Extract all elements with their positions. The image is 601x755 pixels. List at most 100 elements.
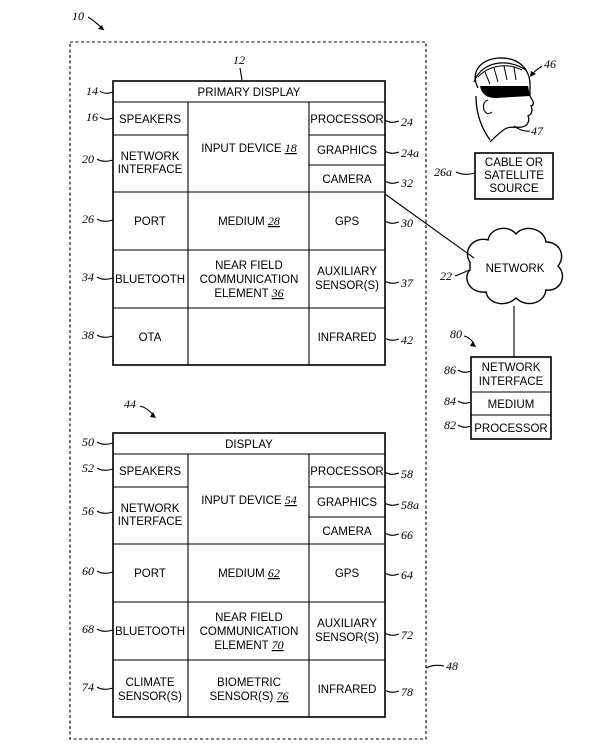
nfc-label-2: COMMUNICATION: [200, 274, 299, 286]
cloud-icon: [466, 227, 564, 305]
ref-network-interface: 20: [82, 152, 94, 166]
nfc-2-label-3: ELEMENT 70: [214, 638, 283, 652]
ref-gps-2: 64: [401, 568, 413, 582]
server-network-interface-label-1: NETWORK: [482, 362, 541, 374]
medium-2-label: MEDIUM 62: [218, 566, 280, 580]
boundary-ref-leader: [425, 664, 445, 669]
network-interface-label-2: INTERFACE: [118, 164, 183, 176]
primary-display-label: PRIMARY DISPLAY: [198, 87, 301, 99]
biometric-sensor-label-2: SENSOR(S) 76: [209, 689, 288, 703]
ref-server-processor: 82: [444, 418, 456, 432]
ref-speakers: 16: [86, 110, 98, 124]
device-network-link: [384, 193, 475, 259]
ref-camera-2: 66: [401, 528, 413, 542]
graphics-2-label: GRAPHICS: [317, 497, 377, 509]
ref-processor-2: 58: [401, 467, 413, 481]
head-outline: [474, 57, 535, 143]
vr-headset-icon: [480, 86, 530, 98]
network-ref: 22: [440, 269, 452, 283]
device-1-frame: [112, 80, 386, 366]
device-2-ref: 44: [124, 397, 136, 411]
source-label-1: CABLE OR: [485, 157, 543, 169]
ref-processor: 24: [401, 115, 413, 129]
ref-speakers-2: 52: [82, 461, 94, 475]
ref-infrared-2: 78: [401, 685, 413, 699]
port-2-label: PORT: [134, 568, 166, 580]
processor-2-label: PROCESSOR: [310, 466, 384, 478]
headset-user: 46 47: [473, 57, 556, 143]
user-ref: 47: [531, 124, 544, 138]
device-1-ref: 12: [233, 53, 245, 67]
camera-label: CAMERA: [322, 174, 372, 186]
aux-sensor-label-2: SENSOR(S): [315, 280, 379, 292]
ref-server-medium: 84: [444, 394, 456, 408]
figure-ref: 10: [72, 9, 84, 23]
climate-sensor-label-1: CLIMATE: [126, 677, 175, 689]
source-label-2: SATELLITE: [484, 170, 544, 182]
infrared-label: INFRARED: [318, 332, 377, 344]
camera-2-label: CAMERA: [322, 526, 372, 538]
figure-ref-arrow: [98, 25, 104, 30]
ref-ota: 38: [81, 328, 94, 342]
network-cloud: NETWORK 22: [440, 227, 564, 305]
nfc-label-3: ELEMENT 36: [214, 286, 283, 300]
gps-2-label: GPS: [335, 568, 360, 580]
nfc-2-label-2: COMMUNICATION: [200, 626, 299, 638]
source-ref: 26a: [434, 165, 452, 179]
ref-display: 14: [86, 84, 98, 98]
processor-label: PROCESSOR: [310, 114, 384, 126]
ref-network-interface-2: 56: [82, 504, 94, 518]
ref-infrared: 42: [401, 333, 413, 347]
bluetooth-label: BLUETOOTH: [115, 274, 185, 286]
nfc-label-1: NEAR FIELD: [215, 260, 283, 272]
ref-aux-sensor-2: 72: [401, 628, 413, 642]
network-interface-2-label-2: INTERFACE: [118, 516, 183, 528]
ref-server-network-interface: 86: [444, 363, 456, 377]
infrared-2-label: INFRARED: [318, 684, 377, 696]
cable-satellite-source: CABLE OR SATELLITE SOURCE 26a: [434, 152, 554, 200]
network-interface-label-1: NETWORK: [121, 151, 180, 163]
device-2-frame: [112, 432, 386, 718]
port-label: PORT: [134, 216, 166, 228]
speakers-label: SPEAKERS: [119, 114, 181, 126]
ref-climate-sensor: 74: [82, 680, 94, 694]
ref-graphics: 24a: [401, 146, 419, 160]
display-label: DISPLAY: [225, 439, 273, 451]
aux-sensor-2-label-1: AUXILIARY: [317, 618, 377, 630]
nfc-2-label-1: NEAR FIELD: [215, 612, 283, 624]
ota-label: OTA: [139, 332, 162, 344]
ref-graphics-2: 58a: [401, 498, 419, 512]
headset-ref: 46: [544, 57, 556, 71]
aux-sensor-label-1: AUXILIARY: [317, 266, 377, 278]
server-box: [470, 356, 552, 440]
input-device-label: INPUT DEVICE 18: [201, 141, 297, 155]
climate-sensor-label-2: SENSOR(S): [118, 691, 182, 703]
network-interface-2-label-1: NETWORK: [121, 503, 180, 515]
graphics-label: GRAPHICS: [317, 145, 377, 157]
device-1: 12 PRIMARY DISPLAY SPEAKERS NETWORK INTE…: [81, 53, 419, 366]
server: 80 NETWORK INTERFACE MEDIUM PROCESSOR 86…: [444, 327, 552, 440]
input-device-2-label: INPUT DEVICE 54: [201, 493, 297, 507]
bluetooth-2-label: BLUETOOTH: [115, 626, 185, 638]
ref-port: 26: [82, 212, 94, 226]
network-label: NETWORK: [486, 263, 545, 275]
ref-aux-sensor: 37: [400, 276, 414, 290]
speakers-2-label: SPEAKERS: [119, 466, 181, 478]
ref-bluetooth: 34: [81, 270, 94, 284]
system-boundary: [69, 41, 427, 740]
ref-camera: 32: [400, 176, 413, 190]
boundary-ref: 48: [446, 659, 458, 673]
server-network-interface-label-2: INTERFACE: [479, 376, 544, 388]
ref-display-2: 50: [82, 435, 94, 449]
server-medium-label: MEDIUM: [488, 399, 535, 411]
medium-label: MEDIUM 28: [218, 214, 280, 228]
ref-bluetooth-2: 68: [82, 622, 94, 636]
ref-gps: 30: [400, 216, 413, 230]
ref-port-2: 60: [82, 564, 94, 578]
source-label-3: SOURCE: [489, 183, 539, 195]
server-ref: 80: [450, 327, 462, 341]
biometric-sensor-label-1: BIOMETRIC: [217, 677, 281, 689]
aux-sensor-2-label-2: SENSOR(S): [315, 632, 379, 644]
device-1-ref-leader: [239, 67, 243, 81]
